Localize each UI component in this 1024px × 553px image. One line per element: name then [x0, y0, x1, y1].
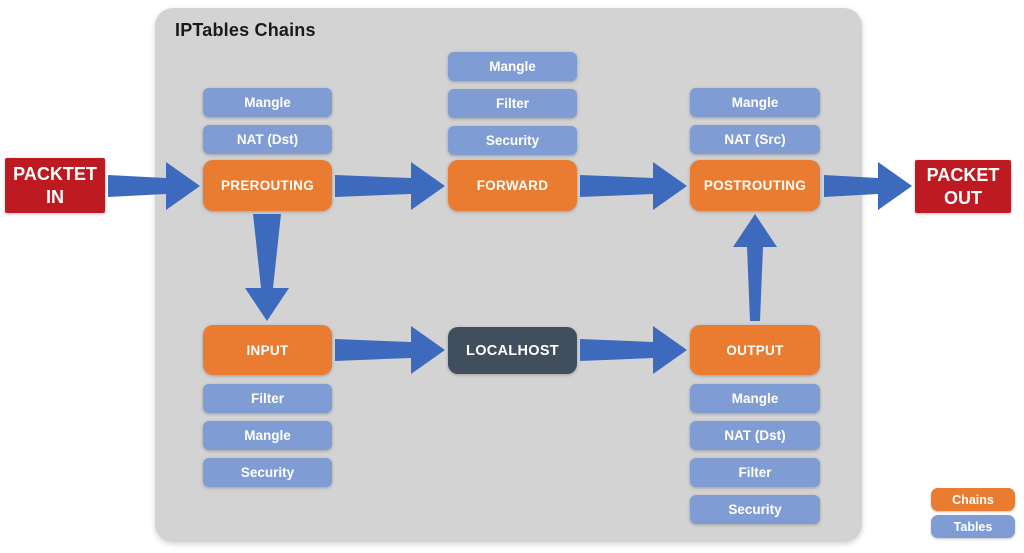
table-input-security: Security — [203, 458, 332, 487]
table-postrouting-mangle: Mangle — [690, 88, 820, 117]
diagram-title: IPTables Chains — [175, 20, 316, 40]
table-output-filter: Filter — [690, 458, 820, 487]
legend-chains: Chains — [931, 488, 1015, 511]
chain-prerouting: PREROUTING — [203, 160, 332, 211]
table-forward-filter: Filter — [448, 89, 577, 118]
chain-postrouting: POSTROUTING — [690, 160, 820, 211]
table-forward-security: Security — [448, 126, 577, 155]
packet-in-node: PACKTET IN — [5, 158, 105, 213]
localhost-node: LOCALHOST — [448, 327, 577, 374]
chain-output: OUTPUT — [690, 325, 820, 375]
table-output-nat-dst: NAT (Dst) — [690, 421, 820, 450]
table-input-filter: Filter — [203, 384, 332, 413]
table-postrouting-nat-src: NAT (Src) — [690, 125, 820, 154]
table-output-mangle: Mangle — [690, 384, 820, 413]
table-output-security: Security — [690, 495, 820, 524]
table-input-mangle: Mangle — [203, 421, 332, 450]
chain-input: INPUT — [203, 325, 332, 375]
table-forward-mangle: Mangle — [448, 52, 577, 81]
chain-forward: FORWARD — [448, 160, 577, 211]
table-prerouting-nat-dst: NAT (Dst) — [203, 125, 332, 154]
table-prerouting-mangle: Mangle — [203, 88, 332, 117]
legend-tables: Tables — [931, 515, 1015, 538]
packet-out-node: PACKET OUT — [915, 160, 1011, 213]
